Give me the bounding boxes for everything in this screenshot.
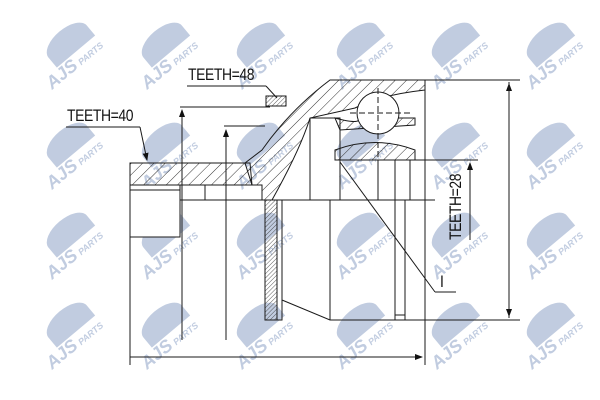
abs-ring: [264, 199, 283, 321]
outer-housing: [244, 79, 426, 320]
teeth-48-label: TEETH=48: [188, 65, 255, 84]
teeth-28-label: TEETH=28: [446, 173, 465, 240]
lower-body: [281, 200, 425, 321]
inner-marker-label: I: [440, 272, 444, 291]
dimensions: [66, 79, 520, 365]
outer-shaft: [129, 162, 253, 238]
teeth-40-label: TEETH=40: [67, 106, 134, 125]
